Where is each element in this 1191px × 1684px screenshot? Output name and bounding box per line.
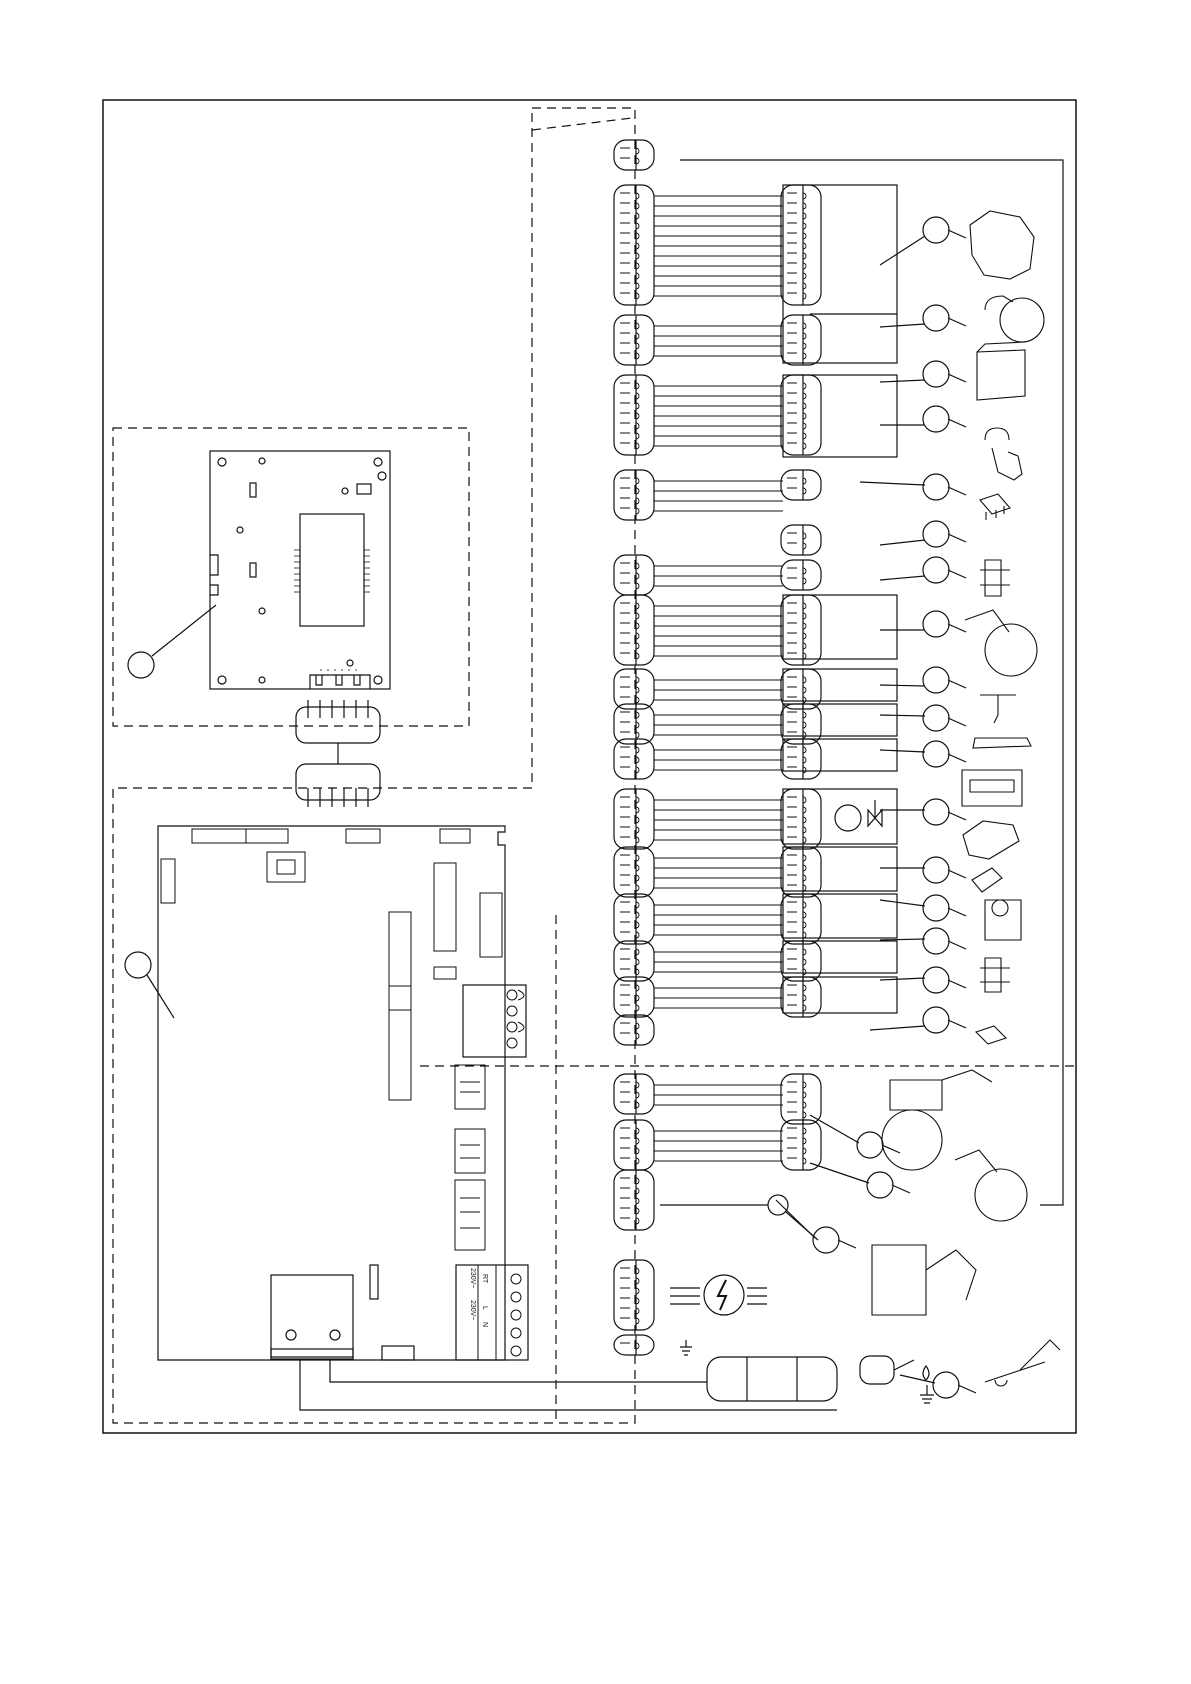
relay-icon (980, 494, 1010, 520)
connector (614, 739, 654, 779)
component-boxes (783, 185, 897, 1013)
callout-circles-left (125, 605, 216, 1018)
terminal-rt-label: RT (481, 1274, 488, 1284)
connector (614, 595, 654, 665)
three-way-valve-icon (835, 800, 882, 831)
connector (781, 1074, 821, 1124)
callout-circle (923, 521, 949, 547)
callout-circle (923, 474, 949, 500)
callout-circle (923, 705, 949, 731)
connector (614, 555, 654, 595)
ignition-connectors (300, 1356, 914, 1410)
callout-circle (933, 1372, 959, 1398)
display-pcb (210, 451, 390, 689)
callout-circle (923, 406, 949, 432)
circulation-pump-icon (882, 1070, 992, 1170)
connector (781, 847, 821, 897)
callout-circle (813, 1227, 839, 1253)
connector (614, 1074, 654, 1114)
clip-sensor-icon (980, 958, 1010, 992)
callout-circle (867, 1172, 893, 1198)
remote-icon (973, 738, 1031, 748)
connector (614, 669, 654, 709)
connector (781, 977, 821, 1017)
relay-small-icon (976, 1026, 1006, 1044)
power-label-1: 230V~ (469, 1268, 476, 1288)
ignition-electrode-icon (985, 1340, 1060, 1386)
high-voltage-lightning-icon (670, 1275, 767, 1315)
pcb-interconnect (296, 700, 380, 807)
connector (781, 941, 821, 981)
connector (614, 704, 654, 744)
callout-circle (923, 799, 949, 825)
callout-circle (923, 611, 949, 637)
callout-circle (923, 895, 949, 921)
connector (614, 1335, 654, 1355)
callout-circle (923, 217, 949, 243)
callout-circle (923, 557, 949, 583)
connector (614, 1015, 654, 1045)
main-pcb: 230V~ 230V~ RT L N (158, 826, 528, 1360)
sensor-clip-icon (980, 560, 1010, 596)
hydro-block-icon (985, 900, 1021, 940)
callout-circle (923, 1007, 949, 1033)
connector (781, 315, 821, 365)
terminal-n-label: N (481, 1322, 488, 1327)
connector (614, 847, 654, 897)
connector (614, 140, 654, 170)
connector (614, 941, 654, 981)
diagram-frame (103, 100, 1076, 1433)
blower-icon (965, 610, 1037, 676)
temp-probe-icon (980, 695, 1016, 723)
connector (614, 1260, 654, 1330)
connector (614, 1170, 654, 1230)
flame-icon (923, 1366, 929, 1380)
connector-stacks (614, 140, 821, 1355)
controller-icon (962, 770, 1022, 806)
connector (614, 789, 654, 849)
callout-circle (923, 305, 949, 331)
connector (781, 739, 821, 779)
connector (781, 894, 821, 944)
connector (781, 595, 821, 665)
callout-circle (923, 857, 949, 883)
cover-icon (977, 342, 1025, 400)
connector (614, 894, 654, 944)
ground-symbol-icon (680, 1340, 934, 1403)
touch-button-icon (985, 428, 1022, 480)
connector (781, 1120, 821, 1170)
connector (781, 704, 821, 744)
flow-sensor-icon (972, 868, 1002, 892)
diverter-valve-icon (963, 821, 1019, 859)
callout-circle (923, 967, 949, 993)
connector (614, 470, 654, 520)
callout-circle (923, 361, 949, 387)
connector (781, 525, 821, 555)
callout-circle (923, 928, 949, 954)
connector (781, 470, 821, 500)
connector (781, 560, 821, 590)
fan-2-icon (955, 1150, 1027, 1221)
gas-valve-icon (970, 211, 1034, 279)
terminal-l-label: L (481, 1306, 488, 1310)
connector (614, 315, 654, 365)
callout-circle (857, 1132, 883, 1158)
connector (781, 669, 821, 709)
fan-assembly-icon (985, 296, 1044, 342)
pump-2-icon (872, 1245, 976, 1315)
connector (614, 977, 654, 1017)
connector (781, 789, 821, 849)
callout-circle (923, 667, 949, 693)
power-label-2: 230V~ (469, 1300, 476, 1320)
connector (614, 1120, 654, 1170)
callout-circle (923, 741, 949, 767)
component-illustrations (872, 211, 1060, 1386)
